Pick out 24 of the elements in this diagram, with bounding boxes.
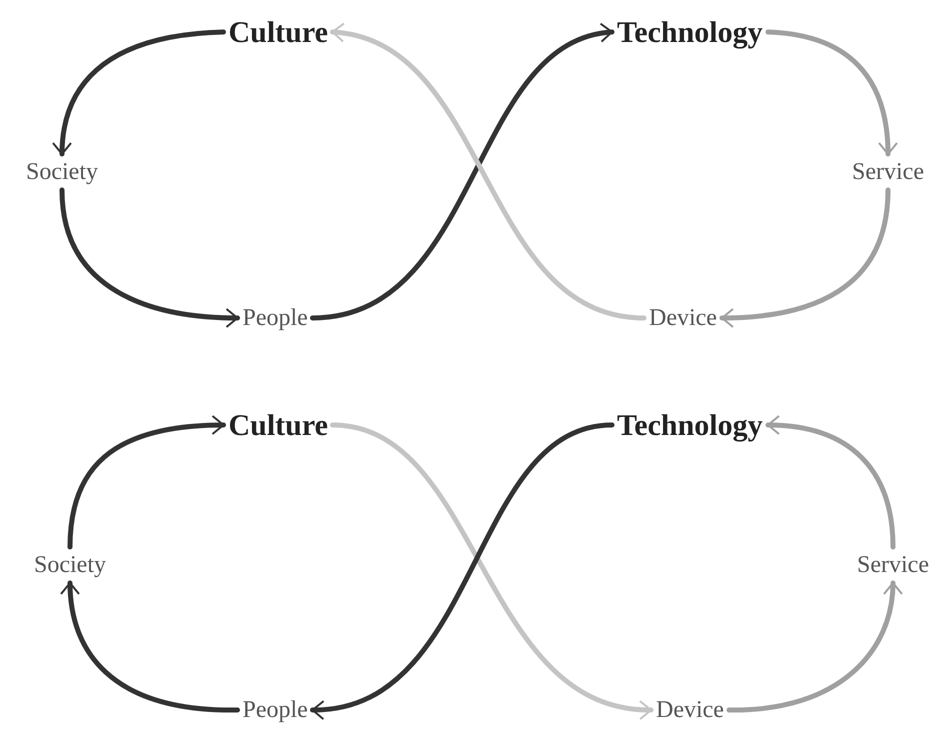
curved-arrow bbox=[310, 24, 614, 320]
concept-label: Service bbox=[850, 157, 926, 188]
concept-label: Device bbox=[647, 303, 719, 334]
concept-heading: Culture bbox=[226, 14, 330, 50]
concept-label: People bbox=[240, 303, 310, 334]
curved-arrow bbox=[766, 416, 896, 550]
concept-label: People bbox=[240, 695, 310, 726]
curved-arrow bbox=[310, 422, 614, 718]
concept-heading: Technology bbox=[615, 14, 765, 50]
curved-arrow bbox=[52, 30, 226, 156]
curved-arrow bbox=[766, 30, 898, 156]
curved-arrow bbox=[330, 24, 646, 320]
curved-arrow bbox=[726, 580, 902, 712]
curved-arrow bbox=[60, 580, 240, 712]
concept-heading: Technology bbox=[615, 406, 765, 444]
curved-arrow bbox=[720, 188, 890, 328]
concept-label: Device bbox=[654, 695, 726, 726]
concept-label: Society bbox=[32, 550, 108, 580]
curved-arrow bbox=[68, 415, 226, 550]
concept-heading: Culture bbox=[226, 406, 330, 444]
concept-label: Service bbox=[855, 550, 931, 580]
curved-arrow bbox=[330, 422, 654, 718]
curved-arrow bbox=[60, 188, 240, 328]
concept-label: Society bbox=[24, 157, 100, 188]
